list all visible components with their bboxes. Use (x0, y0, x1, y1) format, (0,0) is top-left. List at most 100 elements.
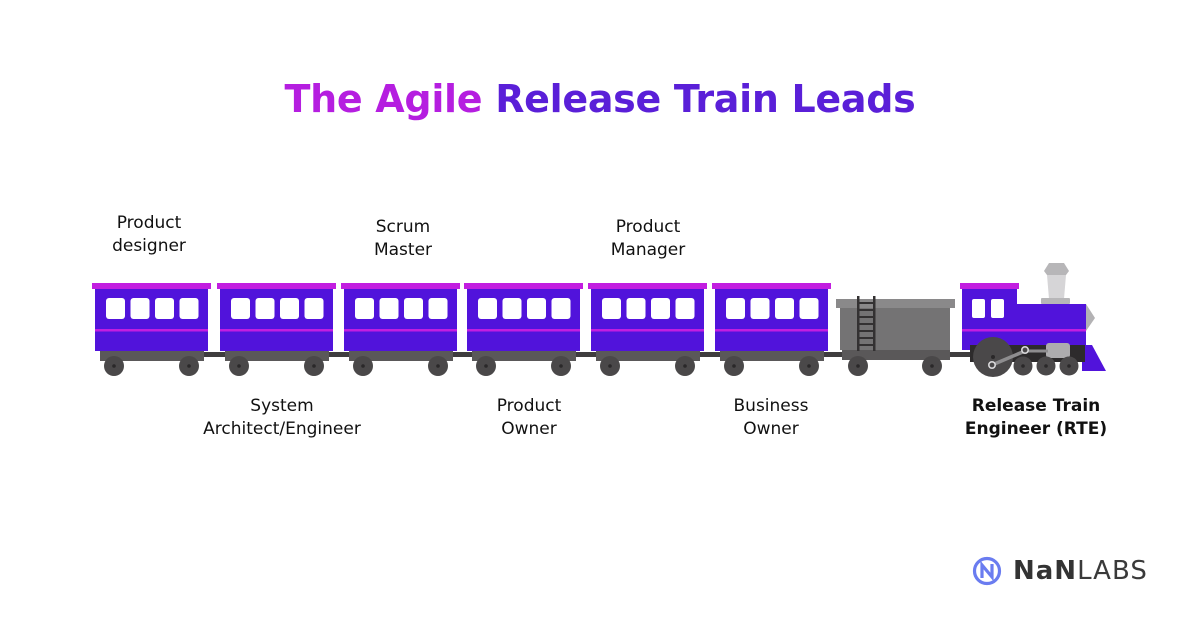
passenger-car (92, 283, 211, 376)
body-stripe (962, 329, 1086, 332)
car-roof (341, 283, 460, 289)
car-window (255, 298, 275, 319)
label-line: Engineer (RTE) (964, 419, 1108, 439)
label-line: Owner (501, 419, 557, 439)
label-line: Product (116, 213, 182, 233)
car-chassis (225, 350, 329, 361)
car-roof (712, 283, 831, 289)
page-title: The Agile Release Train Leads (0, 77, 1200, 121)
car-window (651, 298, 670, 319)
car-body (715, 288, 828, 351)
tender-car (836, 296, 955, 376)
car-window (502, 298, 522, 319)
tender-rim (836, 299, 955, 308)
tender-body (840, 306, 950, 350)
car-window (130, 298, 150, 319)
car-window (231, 298, 250, 319)
wheel-hub (312, 364, 316, 368)
wheel-hub (361, 364, 365, 368)
wheel-hub (559, 364, 563, 368)
label-business-owner: Business Owner (661, 395, 881, 441)
label-line: Manager (610, 240, 686, 260)
label-product-manager: Product Manager (538, 216, 758, 262)
car-chassis (596, 350, 700, 361)
cowcatcher (1082, 345, 1106, 371)
wheel-hub (187, 364, 191, 368)
car-window (478, 298, 497, 319)
passenger-car (464, 283, 583, 376)
car-window (304, 298, 324, 319)
body-stripe (95, 329, 208, 332)
label-line: Product (496, 396, 562, 416)
car-chassis (472, 350, 576, 361)
car-window (155, 298, 174, 319)
car-window (675, 298, 695, 319)
car-window (750, 298, 770, 319)
passenger-car (712, 283, 831, 376)
cab-window (991, 299, 1004, 318)
smokestack-cap (1044, 263, 1069, 275)
body-stripe (467, 329, 580, 332)
title-part-release-train-leads: Release Train Leads (495, 77, 916, 122)
locomotive (960, 263, 1106, 377)
ladder-icon (857, 296, 876, 351)
passenger-car (588, 283, 707, 376)
piston-cylinder (1046, 343, 1070, 358)
body-stripe (344, 329, 457, 332)
car-window (626, 298, 646, 319)
car-window (355, 298, 374, 319)
car-roof (92, 283, 211, 289)
boiler (1016, 304, 1086, 350)
label-line: Scrum (375, 217, 431, 237)
car-body (591, 288, 704, 351)
label-scrum-master: Scrum Master (293, 216, 513, 262)
wheel-hub (807, 364, 811, 368)
passenger-cars (92, 283, 831, 376)
wheel-hub (608, 364, 612, 368)
label-product-designer: Product designer (39, 212, 259, 258)
label-line: Owner (743, 419, 799, 439)
car-body (220, 288, 333, 351)
car-chassis (720, 350, 824, 361)
smokestack-base (1041, 298, 1070, 304)
logo-brand-bold: NaN (1013, 556, 1078, 586)
tender-chassis (842, 349, 950, 360)
passenger-car (341, 283, 460, 376)
car-body (467, 288, 580, 351)
label-line: Master (373, 240, 433, 260)
label-system-architect: System Architect/Engineer (172, 395, 392, 441)
car-body (344, 288, 457, 351)
car-window (280, 298, 299, 319)
car-body (95, 288, 208, 351)
car-window (726, 298, 745, 319)
body-stripe (220, 329, 333, 332)
body-stripe (715, 329, 828, 332)
logo-brand-light: LABS (1077, 556, 1148, 586)
nanlabs-n-circle-icon (972, 556, 1002, 586)
car-chassis (349, 350, 453, 361)
car-window (379, 298, 399, 319)
wheel-hub (732, 364, 736, 368)
nose-cone (1086, 304, 1095, 331)
label-line: designer (112, 236, 186, 256)
car-window (106, 298, 125, 319)
smokestack (1047, 275, 1066, 299)
label-line: Architect/Engineer (203, 419, 361, 439)
car-window (775, 298, 794, 319)
connecting-rod (990, 349, 1027, 367)
label-release-train-engineer: Release Train Engineer (RTE) (926, 395, 1146, 441)
title-part-agile: The Agile (284, 77, 483, 122)
car-window (428, 298, 448, 319)
wheel-hub (484, 364, 488, 368)
wheel-hub (683, 364, 687, 368)
wheel-hub (237, 364, 241, 368)
car-window (799, 298, 819, 319)
wheel-hub (436, 364, 440, 368)
logo-wordmark: NaNLABS (1013, 556, 1148, 586)
wheel-hub (112, 364, 116, 368)
cab-window (972, 299, 985, 318)
car-roof (588, 283, 707, 289)
cab-roof (960, 283, 1019, 289)
car-chassis (100, 350, 204, 361)
